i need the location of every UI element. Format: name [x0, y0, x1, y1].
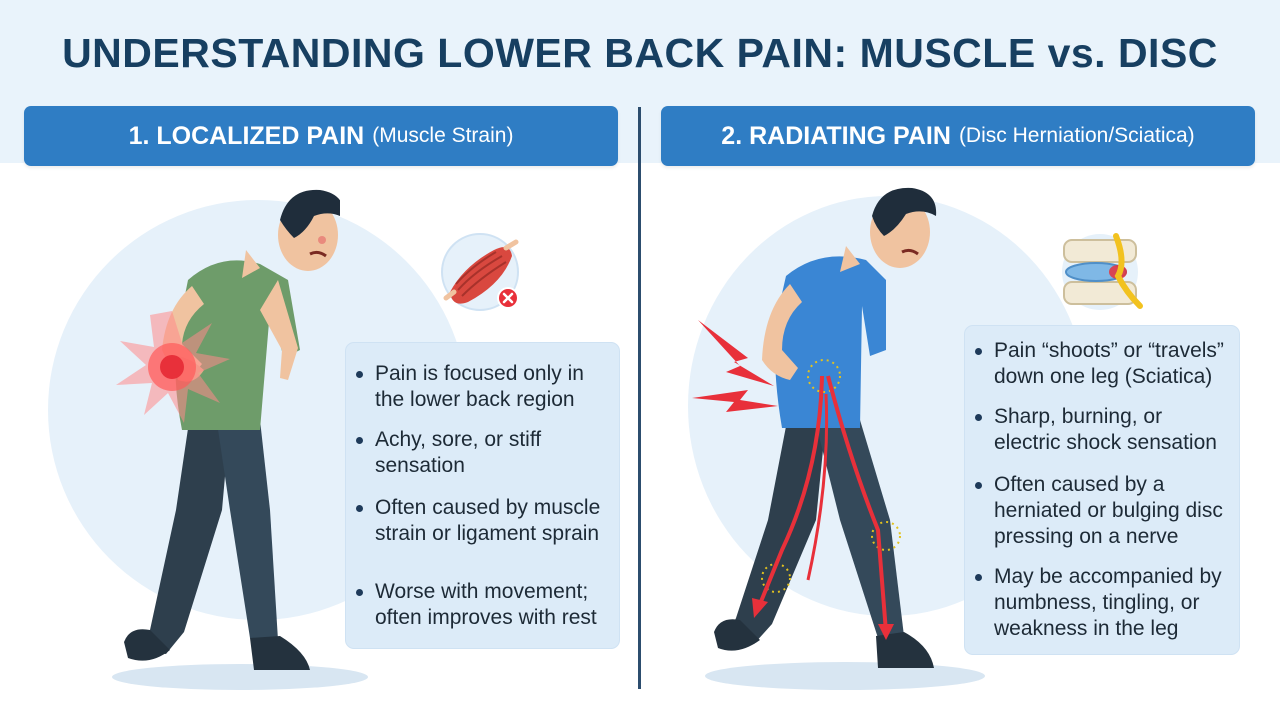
info-box-localized: Pain is focused only in the lower back r…: [345, 342, 620, 649]
section-heading: 1. LOCALIZED PAIN: [128, 121, 365, 150]
bullet-text: Often caused by muscle strain or ligamen…: [375, 496, 601, 545]
bullet-item: Achy, sore, or stiff sensation: [356, 427, 611, 479]
bullet-item: Pain is focused only in the lower back r…: [356, 361, 611, 413]
muscle-strain-icon: [441, 233, 519, 311]
bullet-dot: [356, 437, 363, 444]
bullet-dot: [356, 505, 363, 512]
bullet-dot: [975, 482, 982, 489]
bullet-item: Often caused by a herniated or bulging d…: [975, 472, 1231, 550]
bullet-item: Sharp, burning, or electric shock sensat…: [975, 404, 1231, 456]
man-muscle-strain-illustration: [116, 189, 340, 670]
info-box-radiating: Pain “shoots” or “travels” down one leg …: [964, 325, 1240, 655]
ground-shadow: [112, 664, 368, 690]
bullet-dot: [975, 414, 982, 421]
bullet-text: Often caused by a herniated or bulging d…: [994, 473, 1223, 548]
panel-divider: [638, 107, 641, 689]
man-sciatica-illustration: [692, 187, 937, 668]
section-heading: 2. RADIATING PAIN: [721, 121, 951, 150]
bullet-text: Pain is focused only in the lower back r…: [375, 362, 584, 411]
bullet-item: Often caused by muscle strain or ligamen…: [356, 495, 611, 547]
section-subheading: (Muscle Strain): [372, 124, 514, 147]
bullet-text: Worse with movement; often improves with…: [375, 580, 597, 629]
bullet-text: Achy, sore, or stiff sensation: [375, 428, 542, 477]
page-title: UNDERSTANDING LOWER BACK PAIN: MUSCLE vs…: [62, 30, 1218, 76]
bullet-item: Worse with movement; often improves with…: [356, 579, 611, 631]
section-header-localized: 1. LOCALIZED PAIN (Muscle Strain): [24, 106, 618, 166]
herniated-disc-icon: [1062, 233, 1143, 310]
bullet-dot: [975, 348, 982, 355]
bullet-item: Pain “shoots” or “travels” down one leg …: [975, 338, 1231, 390]
bullet-dot: [975, 574, 982, 581]
ground-shadow: [705, 662, 985, 690]
bullet-text: May be accompanied by numbness, tingling…: [994, 565, 1222, 640]
section-subheading: (Disc Herniation/Sciatica): [958, 124, 1195, 147]
bullet-text: Sharp, burning, or electric shock sensat…: [994, 405, 1217, 454]
bullet-dot: [356, 589, 363, 596]
bullet-dot: [356, 371, 363, 378]
bullet-text: Pain “shoots” or “travels” down one leg …: [994, 339, 1224, 388]
bullet-item: May be accompanied by numbness, tingling…: [975, 564, 1231, 642]
section-header-radiating: 2. RADIATING PAIN (Disc Herniation/Sciat…: [661, 106, 1255, 166]
